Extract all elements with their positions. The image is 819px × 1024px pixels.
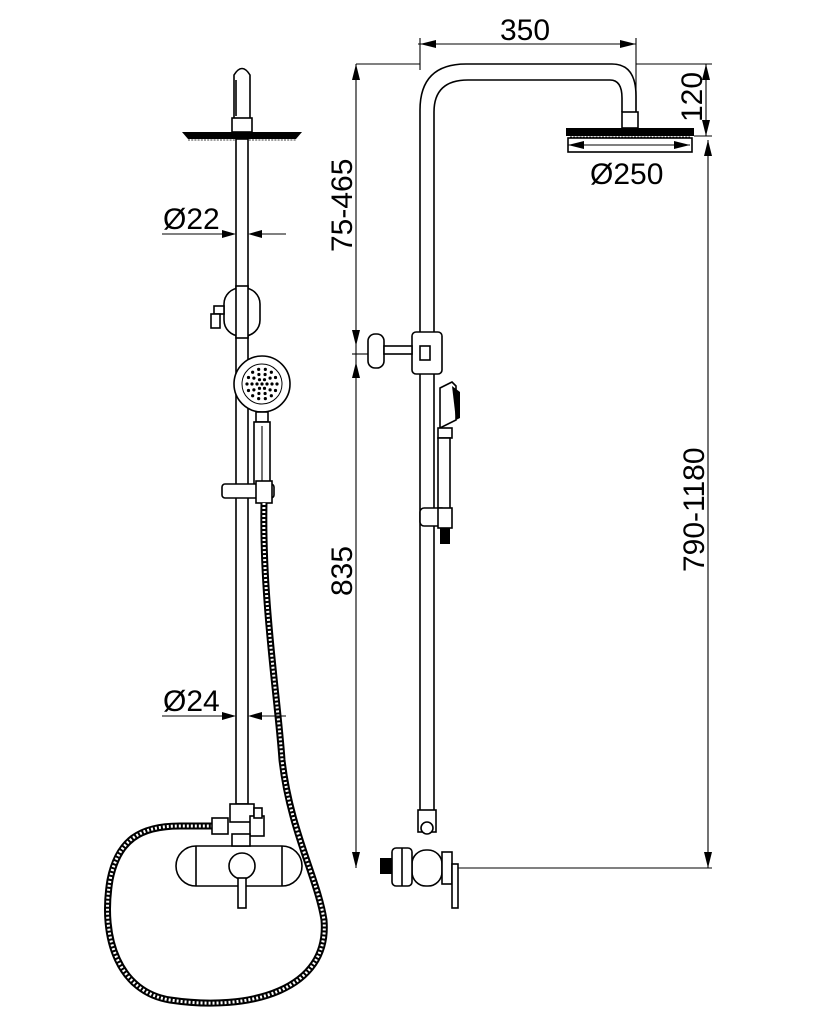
mixer-connector-front: [211, 803, 265, 837]
rain-head-side: Ø250: [566, 111, 694, 191]
slider-bracket-front: [221, 480, 275, 504]
nozzle-dot: [252, 376, 256, 380]
nozzle-dot: [257, 386, 262, 390]
nozzle-dot: [275, 382, 279, 386]
nozzle-dot: [262, 386, 267, 390]
nozzle-dot: [245, 382, 249, 386]
nozzle-dot: [252, 388, 256, 392]
side-view: 75-465 835 350 Ø250: [326, 14, 712, 909]
riser-arm-outer: [419, 63, 637, 832]
nozzle-dot: [273, 388, 278, 393]
hand-shower-front: [233, 355, 291, 489]
nozzle-dot: [255, 382, 259, 386]
dim-label-riser-diameter: Ø22: [163, 203, 220, 236]
dim-lower-pipe-diameter: Ø24: [162, 685, 286, 720]
nozzle-dot: [270, 382, 274, 386]
nozzle-dot: [257, 397, 261, 401]
nozzle-dot: [246, 375, 251, 380]
nozzle-dot: [251, 370, 255, 374]
dim-vertical-left: 75-465 835: [326, 63, 420, 868]
nozzle-dot: [263, 367, 267, 371]
rain-head-front: [182, 117, 302, 141]
nozzle-dot: [273, 375, 278, 380]
mixer-body-front: [175, 833, 303, 909]
nozzle-dot: [269, 394, 273, 398]
hose-front: [104, 502, 328, 1007]
hand-shower-side: [419, 381, 460, 544]
nozzle-dot: [257, 367, 261, 371]
nozzle-dot: [263, 397, 267, 401]
dim-head-drop: 120: [636, 63, 712, 137]
riser-arm-inner: [433, 79, 623, 832]
dim-label-head-diameter: Ø250: [590, 158, 663, 191]
diverter-valve-side: [367, 331, 443, 375]
dim-label-arm-length: 350: [500, 14, 550, 47]
riser-top-cap: [233, 67, 251, 118]
nozzle-dot: [257, 391, 261, 396]
diverter-valve-front: [210, 285, 261, 339]
nozzle-dot: [251, 394, 255, 398]
nozzle-dot: [257, 372, 261, 377]
dim-label-total-adjust: 790-1180: [678, 447, 711, 572]
dim-total-adjust: 790-1180: [440, 140, 712, 869]
nozzle-dot: [250, 382, 254, 386]
nozzle-dot: [263, 391, 267, 396]
dim-label-head-drop: 120: [676, 72, 709, 122]
nozzle-dot: [268, 388, 272, 392]
riser-pipe: [235, 138, 249, 805]
dim-label-lower-pipe-diameter: Ø24: [163, 685, 220, 718]
nozzle-dot: [257, 378, 262, 382]
dim-arm-length: 350: [418, 14, 637, 112]
dim-riser-diameter: Ø22: [162, 203, 286, 238]
nozzle-dot: [246, 388, 251, 393]
mixer-side: [380, 809, 459, 909]
front-view: Ø22: [104, 67, 328, 1007]
nozzle-dot: [268, 376, 272, 380]
nozzle-dot: [265, 382, 269, 386]
nozzle-dot: [263, 372, 267, 377]
dim-label-slide-range: 75-465: [326, 159, 359, 252]
nozzle-dot: [269, 370, 273, 374]
nozzle-dot: [262, 378, 267, 382]
dim-label-mixer-to-bracket: 835: [326, 546, 359, 596]
nozzle-dot: [260, 382, 264, 386]
